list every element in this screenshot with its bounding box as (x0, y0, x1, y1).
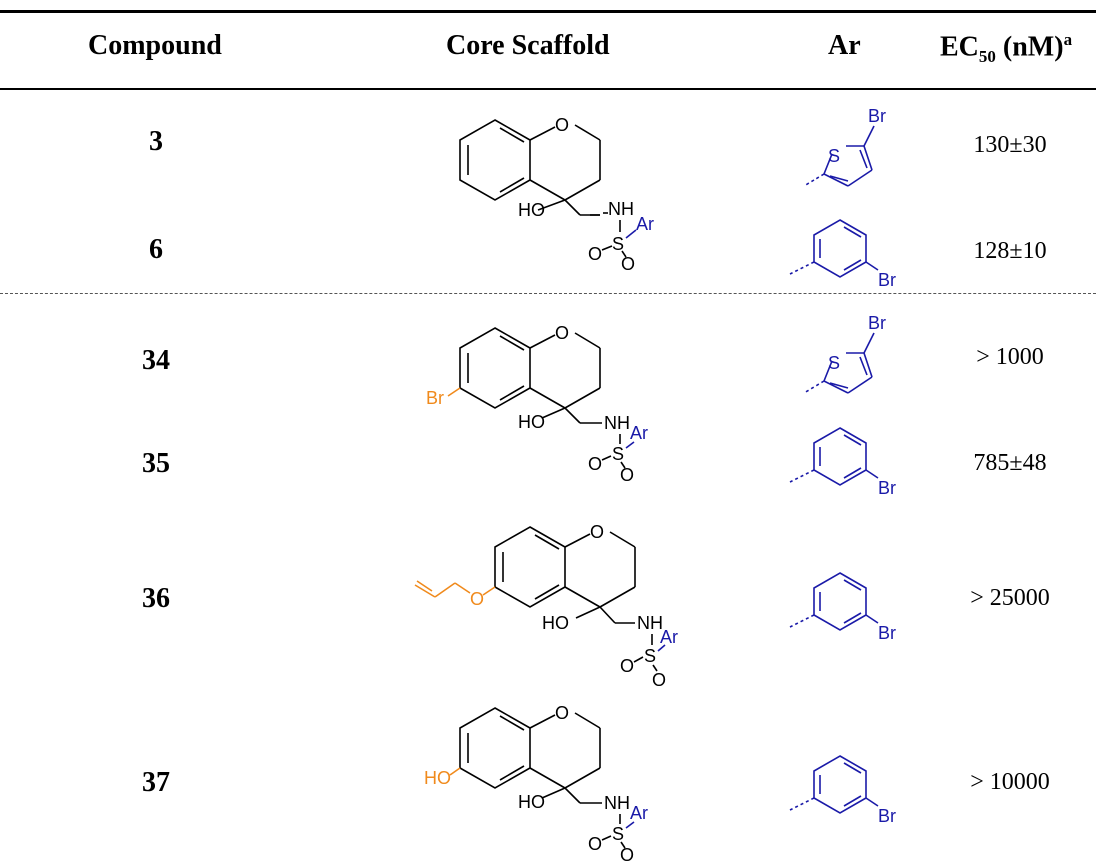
ec50-value: > 1000 (976, 344, 1044, 370)
amine-label: NH (604, 413, 630, 433)
ec50-value: 128±10 (973, 238, 1047, 264)
amine-label: NH (604, 793, 630, 813)
compound-id: 3 (149, 126, 163, 157)
aryl-label: Ar (630, 803, 648, 823)
thiophene-sulfur-label: S (828, 146, 840, 166)
sulfonyl-oxygen-label: O (588, 834, 602, 854)
compound-id: 35 (142, 448, 170, 479)
hydroxyl-label: HO (542, 613, 569, 633)
table-top-rule (0, 10, 1096, 13)
group-divider (0, 293, 1096, 294)
amine-label: NH (637, 613, 663, 633)
bromophenyl-ar-structure: Br (789, 572, 896, 643)
sulfonyl-oxygen-label: O (652, 670, 666, 690)
hydroxy-chromanol-scaffold-structure: HO O HO NH S Ar O O (424, 703, 648, 863)
compound-id: 37 (142, 767, 170, 798)
ec50-value: > 25000 (970, 585, 1050, 611)
bromine-label: Br (878, 270, 896, 290)
aryl-label: Ar (660, 627, 678, 647)
bromophenyl-ar-structure: Br (789, 219, 896, 290)
thiophene-sulfur-label: S (828, 353, 840, 373)
bromophenyl-ar-structure: Br (789, 755, 896, 826)
header-compound: Compound (88, 30, 222, 61)
sulfonyl-oxygen-label: O (620, 656, 634, 676)
amine-label: NH (608, 199, 634, 219)
sulfur-label: S (644, 646, 656, 666)
hydroxyl-label: HO (518, 792, 545, 812)
bromothiophene-ar-structure: S Br (803, 313, 886, 394)
header-ec50-sup: a (1063, 30, 1073, 49)
sulfur-label: S (612, 824, 624, 844)
ring-oxygen-label: O (555, 703, 569, 723)
header-ec50-unit: (nM) (995, 31, 1064, 63)
sulfonyl-oxygen-label: O (588, 244, 602, 264)
sulfur-label: S (612, 234, 624, 254)
header-ec50-sub: 50 (978, 46, 996, 66)
aryl-label: Ar (630, 423, 648, 443)
compound-id: 6 (149, 234, 163, 265)
sulfonyl-oxygen-label: O (588, 454, 602, 474)
hydroxy-substituent-label: HO (424, 768, 451, 788)
table-header-rule (0, 88, 1096, 90)
allyloxy-oxygen-label: O (470, 589, 484, 609)
aryl-label: Ar (636, 214, 654, 234)
compound-id: 34 (142, 345, 170, 376)
ec50-value: 785±48 (973, 450, 1047, 476)
chromanol-scaffold-structure: O HO NH S Ar O O (459, 115, 654, 274)
compound-id: 36 (142, 583, 170, 614)
bromophenyl-ar-structure: Br (789, 427, 896, 498)
header-core-scaffold: Core Scaffold (446, 30, 610, 61)
bromine-label: Br (868, 313, 886, 333)
bromothiophene-ar-structure: S Br (803, 106, 886, 187)
ring-oxygen-label: O (555, 323, 569, 343)
ec50-value: 130±30 (973, 132, 1047, 158)
sulfur-label: S (612, 444, 624, 464)
bromo-substituent-label: Br (426, 388, 444, 408)
bromine-label: Br (868, 106, 886, 126)
header-ar: Ar (828, 30, 861, 61)
header-ec50-main: EC (940, 31, 979, 63)
ring-oxygen-label: O (555, 115, 569, 135)
hydroxyl-label: HO (518, 412, 545, 432)
sulfonyl-oxygen-label: O (620, 845, 634, 863)
bromine-label: Br (878, 478, 896, 498)
bromine-label: Br (878, 623, 896, 643)
header-ec50: EC50 (nM)a (940, 30, 1072, 67)
ec50-value: > 10000 (970, 769, 1050, 795)
bromo-chromanol-scaffold-structure: Br O HO NH S Ar O O (426, 323, 648, 485)
ring-oxygen-label: O (590, 522, 604, 542)
bromine-label: Br (878, 806, 896, 826)
sulfonyl-oxygen-label: O (620, 465, 634, 485)
hydroxyl-label: HO (518, 200, 545, 220)
sulfonyl-oxygen-label: O (621, 254, 635, 274)
allyloxy-chromanol-scaffold-structure: O O HO NH S Ar O O (414, 522, 678, 690)
